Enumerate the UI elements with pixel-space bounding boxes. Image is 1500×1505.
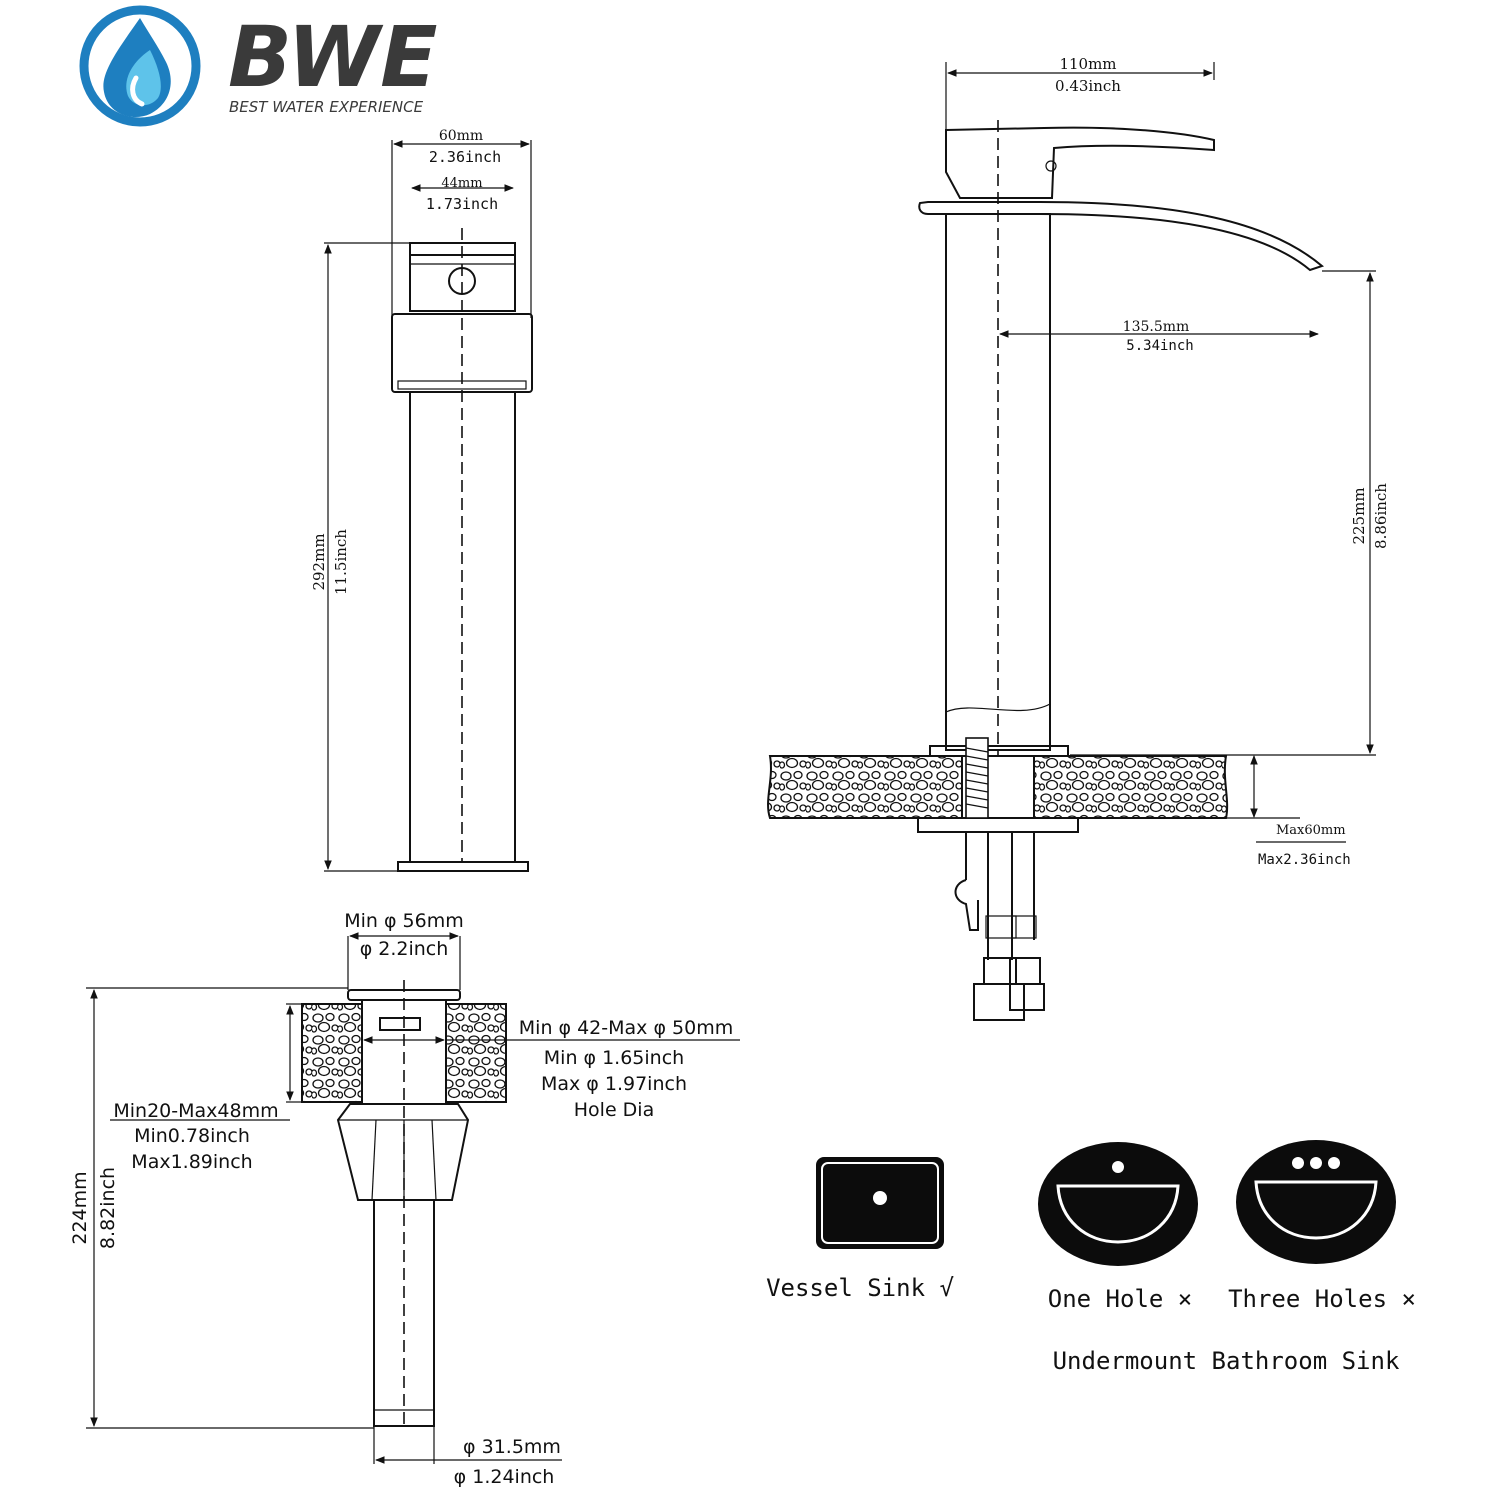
threaded-rod (965, 737, 989, 819)
thickness-mm: Min20-Max48mm (113, 1100, 278, 1122)
pipe-dia-mm: φ 31.5mm (463, 1436, 561, 1458)
deck-max-mm: Max60mm (1276, 823, 1346, 838)
deck-max-in: Max2.36inch (1258, 852, 1351, 868)
mounting-plate (917, 817, 1079, 833)
front-handle-in: 1.73inch (426, 195, 498, 213)
brand-logo: BWE BEST WATER EXPERIENCE (79, 5, 437, 127)
one-hole-label: One Hole × (1048, 1285, 1193, 1313)
vessel-sink-icon (816, 1157, 944, 1249)
front-width-mm: 60mm (439, 128, 483, 144)
drain-cap-in: φ 2.2inch (360, 938, 449, 960)
front-handle-mm: 44mm (441, 176, 482, 191)
hose-connector (973, 983, 1025, 1021)
drain-counter-left (301, 1003, 363, 1103)
side-top-mm: 110mm (1059, 55, 1116, 73)
drain-cap-mm: Min φ 56mm (344, 910, 464, 932)
front-height-mm: 292mm (310, 533, 328, 590)
drain-nut (336, 1103, 470, 1201)
drain-view: Min φ 56mm φ 2.2inch Min φ 42-Max φ 50mm… (69, 910, 740, 1488)
countertop-right (1033, 755, 1229, 819)
front-width-in: 2.36inch (429, 148, 501, 166)
side-spout-in: 5.34inch (1126, 338, 1193, 354)
side-handle-lever (945, 126, 1215, 199)
front-height-in: 11.5inch (332, 529, 350, 595)
vessel-sink-label: Vessel Sink √ (766, 1274, 954, 1302)
front-view: 60mm 2.36inch 44mm 1.73inch 292mm 11.5in… (310, 128, 533, 872)
thickness-in-max: Max1.89inch (131, 1151, 252, 1173)
three-holes-label: Three Holes × (1228, 1285, 1416, 1313)
drain-length-in: 8.82inch (97, 1167, 119, 1249)
mount-nut (954, 879, 979, 931)
waterfall-spout (918, 201, 1325, 272)
hole-dia-in-max: Max φ 1.97inch (541, 1073, 687, 1095)
side-spout-height-mm: 225mm (1350, 487, 1368, 544)
side-spout-mm: 135.5mm (1123, 319, 1190, 335)
countertop-left (767, 755, 963, 819)
brand-tagline: BEST WATER EXPERIENCE (229, 98, 424, 116)
pipe-dia-in: φ 1.24inch (454, 1466, 555, 1488)
sink-compatibility: Vessel Sink √ One Hole × Three Holes × U… (766, 1140, 1416, 1375)
faucet-base (397, 861, 529, 872)
drain-counter-right (445, 1003, 507, 1103)
hole-dia-mm: Min φ 42-Max φ 50mm (519, 1017, 733, 1039)
one-hole-sink-icon (1038, 1142, 1198, 1266)
logo-ring-icon (79, 5, 201, 127)
side-top-in: 0.43inch (1055, 77, 1121, 95)
hole-dia-in-min: Min φ 1.65inch (544, 1047, 684, 1069)
undermount-label: Undermount Bathroom Sink (1053, 1347, 1400, 1375)
three-holes-sink-icon (1236, 1140, 1396, 1264)
side-view: 110mm 0.43inch 135.5mm 5.34inch 225mm 8.… (767, 55, 1390, 1021)
overflow-slot (379, 1017, 421, 1031)
thickness-in-min: Min0.78inch (134, 1125, 250, 1147)
hole-dia-label: Hole Dia (574, 1099, 654, 1121)
side-spout-height-in: 8.86inch (1372, 483, 1390, 549)
brand-name: BWE (228, 8, 437, 106)
drain-length-mm: 224mm (69, 1171, 91, 1244)
